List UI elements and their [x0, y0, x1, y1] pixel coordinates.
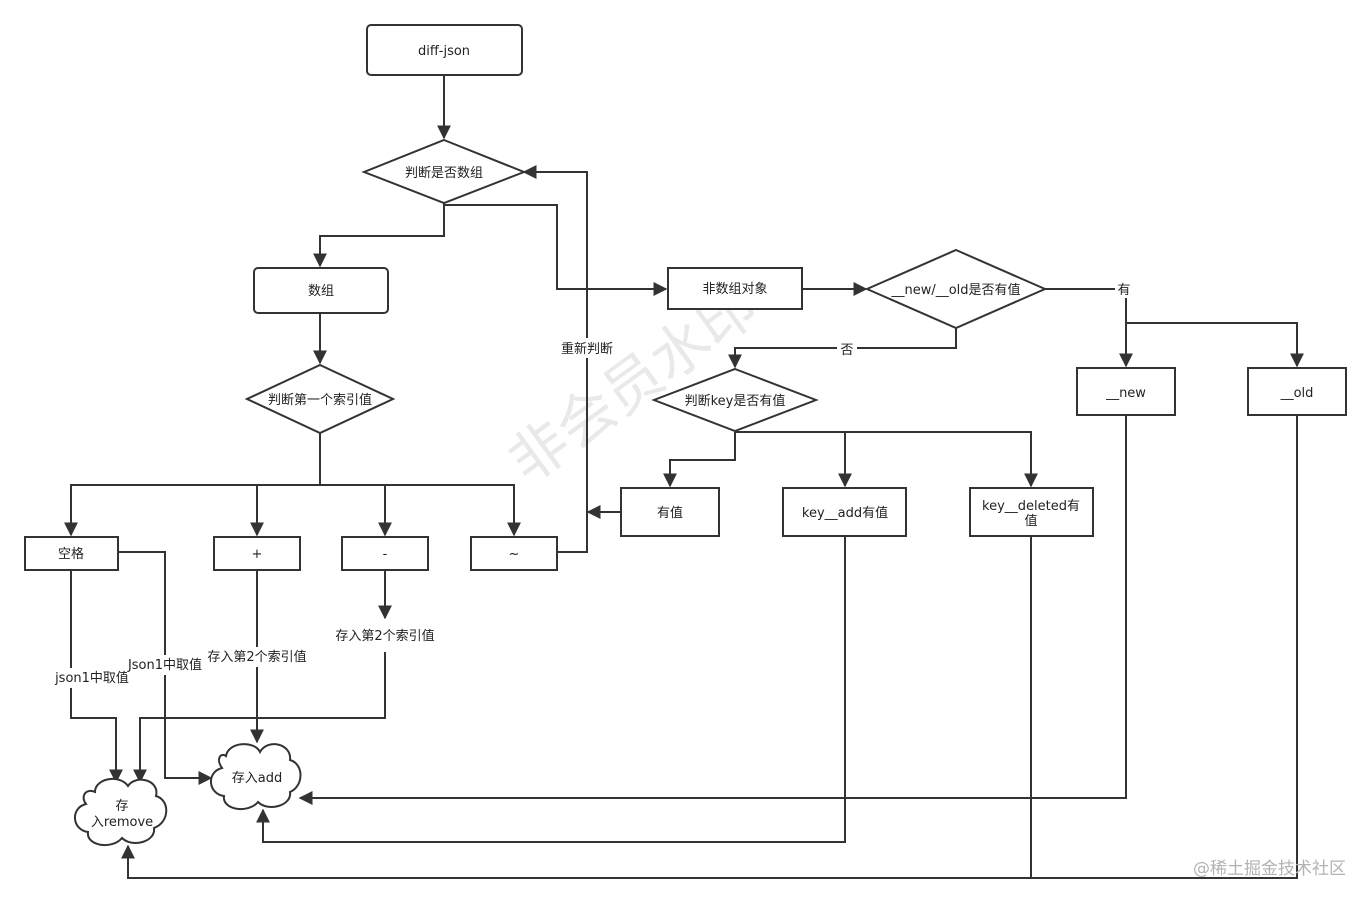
node-minus: [341, 536, 429, 571]
node-key-deleted-label-1: key__deleted有: [982, 499, 1080, 514]
node-diff-json-label: diff-json: [418, 44, 470, 59]
decision-new-old: [864, 248, 1048, 330]
decision-is-array-label: 判断是否数组: [405, 166, 483, 181]
cloud-add: [210, 743, 302, 811]
label-json1-value: json1中取值: [54, 670, 129, 686]
decision-first-index-label: 判断第一个索引值: [268, 392, 372, 408]
decision-first-index: [244, 363, 396, 435]
node-minus-label: -: [383, 547, 388, 562]
node-new: [1076, 367, 1176, 416]
node-key-add-label: key__add有值: [802, 505, 888, 521]
label-yes: 有: [1117, 283, 1130, 298]
edge-space-to-remove: [70, 570, 123, 784]
edge-keyhas-to-keyadd: [735, 431, 852, 488]
decision-key-has: [651, 367, 819, 433]
label-store-second-minus: 存入第2个索引值: [335, 628, 434, 644]
cloud-remove-label-2: 入remove: [91, 815, 153, 830]
node-plus-label: +: [252, 547, 263, 562]
cloud-remove: [74, 777, 168, 847]
label-rejudge: 重新判断: [561, 341, 613, 357]
edge-yes-to-old: [1126, 322, 1304, 368]
node-plus: [213, 536, 301, 571]
node-new-label: __new: [1105, 386, 1146, 401]
edge-branch-tilde: [385, 484, 521, 537]
node-non-array-label: 非数组对象: [702, 282, 767, 297]
edge-newold-yes: [1045, 288, 1133, 368]
node-non-array: [667, 267, 803, 310]
node-space: [24, 536, 119, 571]
edge-keyadd-to-add: [256, 537, 846, 843]
node-old-label: __old: [1280, 386, 1314, 401]
edge-minus-to-remove: [133, 652, 386, 784]
node-key-add: [782, 487, 907, 537]
node-array-label: 数组: [308, 284, 334, 299]
label-store-second-plus: 存入第2个索引值: [207, 649, 306, 665]
node-array: [253, 267, 389, 314]
edge-firstindex-branch: [64, 433, 321, 537]
label-no: 否: [840, 343, 853, 358]
decision-is-array: [361, 138, 527, 205]
edge-tilde-rejudge: [522, 165, 588, 553]
node-tilde-label: ~: [509, 547, 520, 562]
node-has-value: [620, 487, 720, 537]
node-diff-json: [366, 24, 523, 76]
edge-keyhas-to-keydeleted: [845, 431, 1038, 488]
node-space-label: 空格: [58, 546, 84, 562]
label-json1-value-cap: Json1中取值: [127, 657, 202, 673]
cloud-remove-label-1: 存: [115, 799, 128, 814]
edges: [64, 75, 1304, 879]
node-tilde: [470, 536, 558, 571]
edge-branch-minus: [320, 484, 392, 537]
node-old: [1247, 367, 1347, 416]
footer-watermark: @稀土掘金技术社区: [1193, 859, 1346, 879]
edge-isarray-to-nonarray: [443, 203, 668, 296]
edge-keydeleted-to-remove: [121, 537, 1032, 879]
edge-keyhas-to-hasvalue: [663, 432, 736, 488]
nodes: diff-json 判断是否数组 数组 判断第一个索引值 空格 + - ~ 非数…: [24, 24, 1347, 847]
cloud-add-label: 存入add: [232, 771, 282, 786]
edge-new-to-add: [298, 416, 1127, 805]
node-key-deleted-label-2: 值: [1024, 513, 1037, 529]
edge-labels: 重新判断 有 否 json1中取值 Json1中取值 存入第2个索引值 存入第2…: [54, 280, 1135, 688]
edge-old-to-remove: [1031, 416, 1298, 879]
node-has-value-label: 有值: [657, 505, 683, 521]
decision-key-has-label: 判断key是否有值: [685, 393, 786, 409]
decision-new-old-label: __new/__old是否有值: [890, 282, 1020, 298]
edge-isarray-to-array: [313, 203, 445, 268]
node-key-deleted: [969, 487, 1094, 537]
